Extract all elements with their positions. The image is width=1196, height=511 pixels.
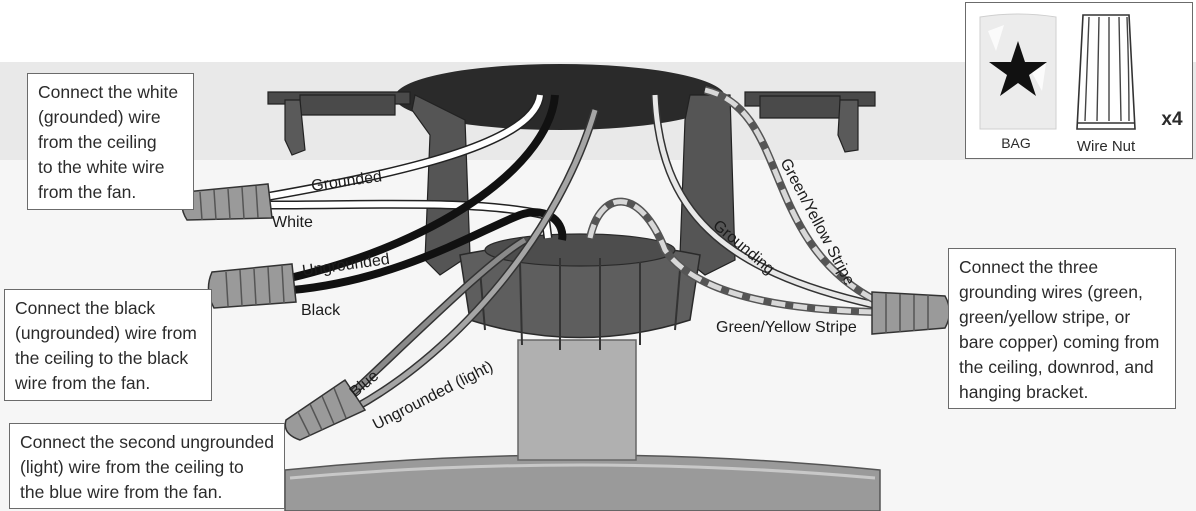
label-green-yellow: Green/Yellow Stripe: [716, 319, 857, 336]
callout-line: (grounded) wire: [38, 107, 161, 127]
quantity-label: x4: [1161, 109, 1183, 130]
wire-nut-light: [284, 378, 367, 441]
ceiling-canopy-plate: [395, 64, 725, 130]
wire-nut-grounding: [871, 291, 951, 335]
bag-icon: [979, 13, 1057, 130]
callout-line: to the white wire: [38, 157, 165, 177]
callout-line: Connect the second ungrounded: [20, 432, 274, 452]
callout-line: green/yellow stripe, or: [959, 307, 1131, 327]
callout-line: Connect the three: [959, 257, 1099, 277]
callout-line: Connect the white: [38, 82, 179, 102]
label-white: White: [272, 214, 313, 231]
callout-line: (light) wire from the ceiling to: [20, 457, 244, 477]
callout-line: the ceiling to the black: [15, 348, 189, 368]
wire-green-yellow-fan: [586, 197, 876, 316]
wire-nut-label: Wire Nut: [1076, 138, 1136, 155]
callout-line: from the ceiling: [38, 132, 157, 152]
star-icon: [989, 41, 1047, 96]
callout-line: wire from the fan.: [15, 373, 151, 393]
callout-line: Connect the black: [15, 298, 156, 318]
label-black: Black: [301, 302, 341, 319]
fan-motor-housing: [459, 233, 701, 350]
callout-line: from the fan.: [38, 182, 137, 202]
downrod: [517, 339, 637, 461]
bag-label: BAG: [1001, 135, 1031, 151]
callout-line: the ceiling, downrod, and: [959, 357, 1154, 377]
callout-grounding-wires: Connect the three grounding wires (green…: [948, 248, 1176, 409]
callout-line: grounding wires (green,: [959, 282, 1143, 302]
hanging-bracket-right: [679, 91, 876, 276]
callout-line: (ungrounded) wire from: [15, 323, 197, 343]
callout-white-wire: Connect the white (grounded) wire from t…: [27, 73, 194, 210]
callout-line: bare copper) coming from: [959, 332, 1160, 352]
light-bowl: [284, 454, 881, 511]
parts-inset: BAG Wire Nut x4: [965, 2, 1193, 159]
wire-fan-black: [291, 208, 567, 294]
wire-nut-icon: [1076, 14, 1136, 130]
wire-nut-black: [207, 263, 297, 309]
callout-line: the blue wire from the fan.: [20, 482, 223, 502]
wire-ungrounded-black: [289, 94, 559, 282]
callout-light-wire: Connect the second ungrounded (light) wi…: [9, 423, 285, 509]
callout-line: hanging bracket.: [959, 382, 1089, 402]
callout-black-wire: Connect the black (ungrounded) wire from…: [4, 289, 212, 401]
